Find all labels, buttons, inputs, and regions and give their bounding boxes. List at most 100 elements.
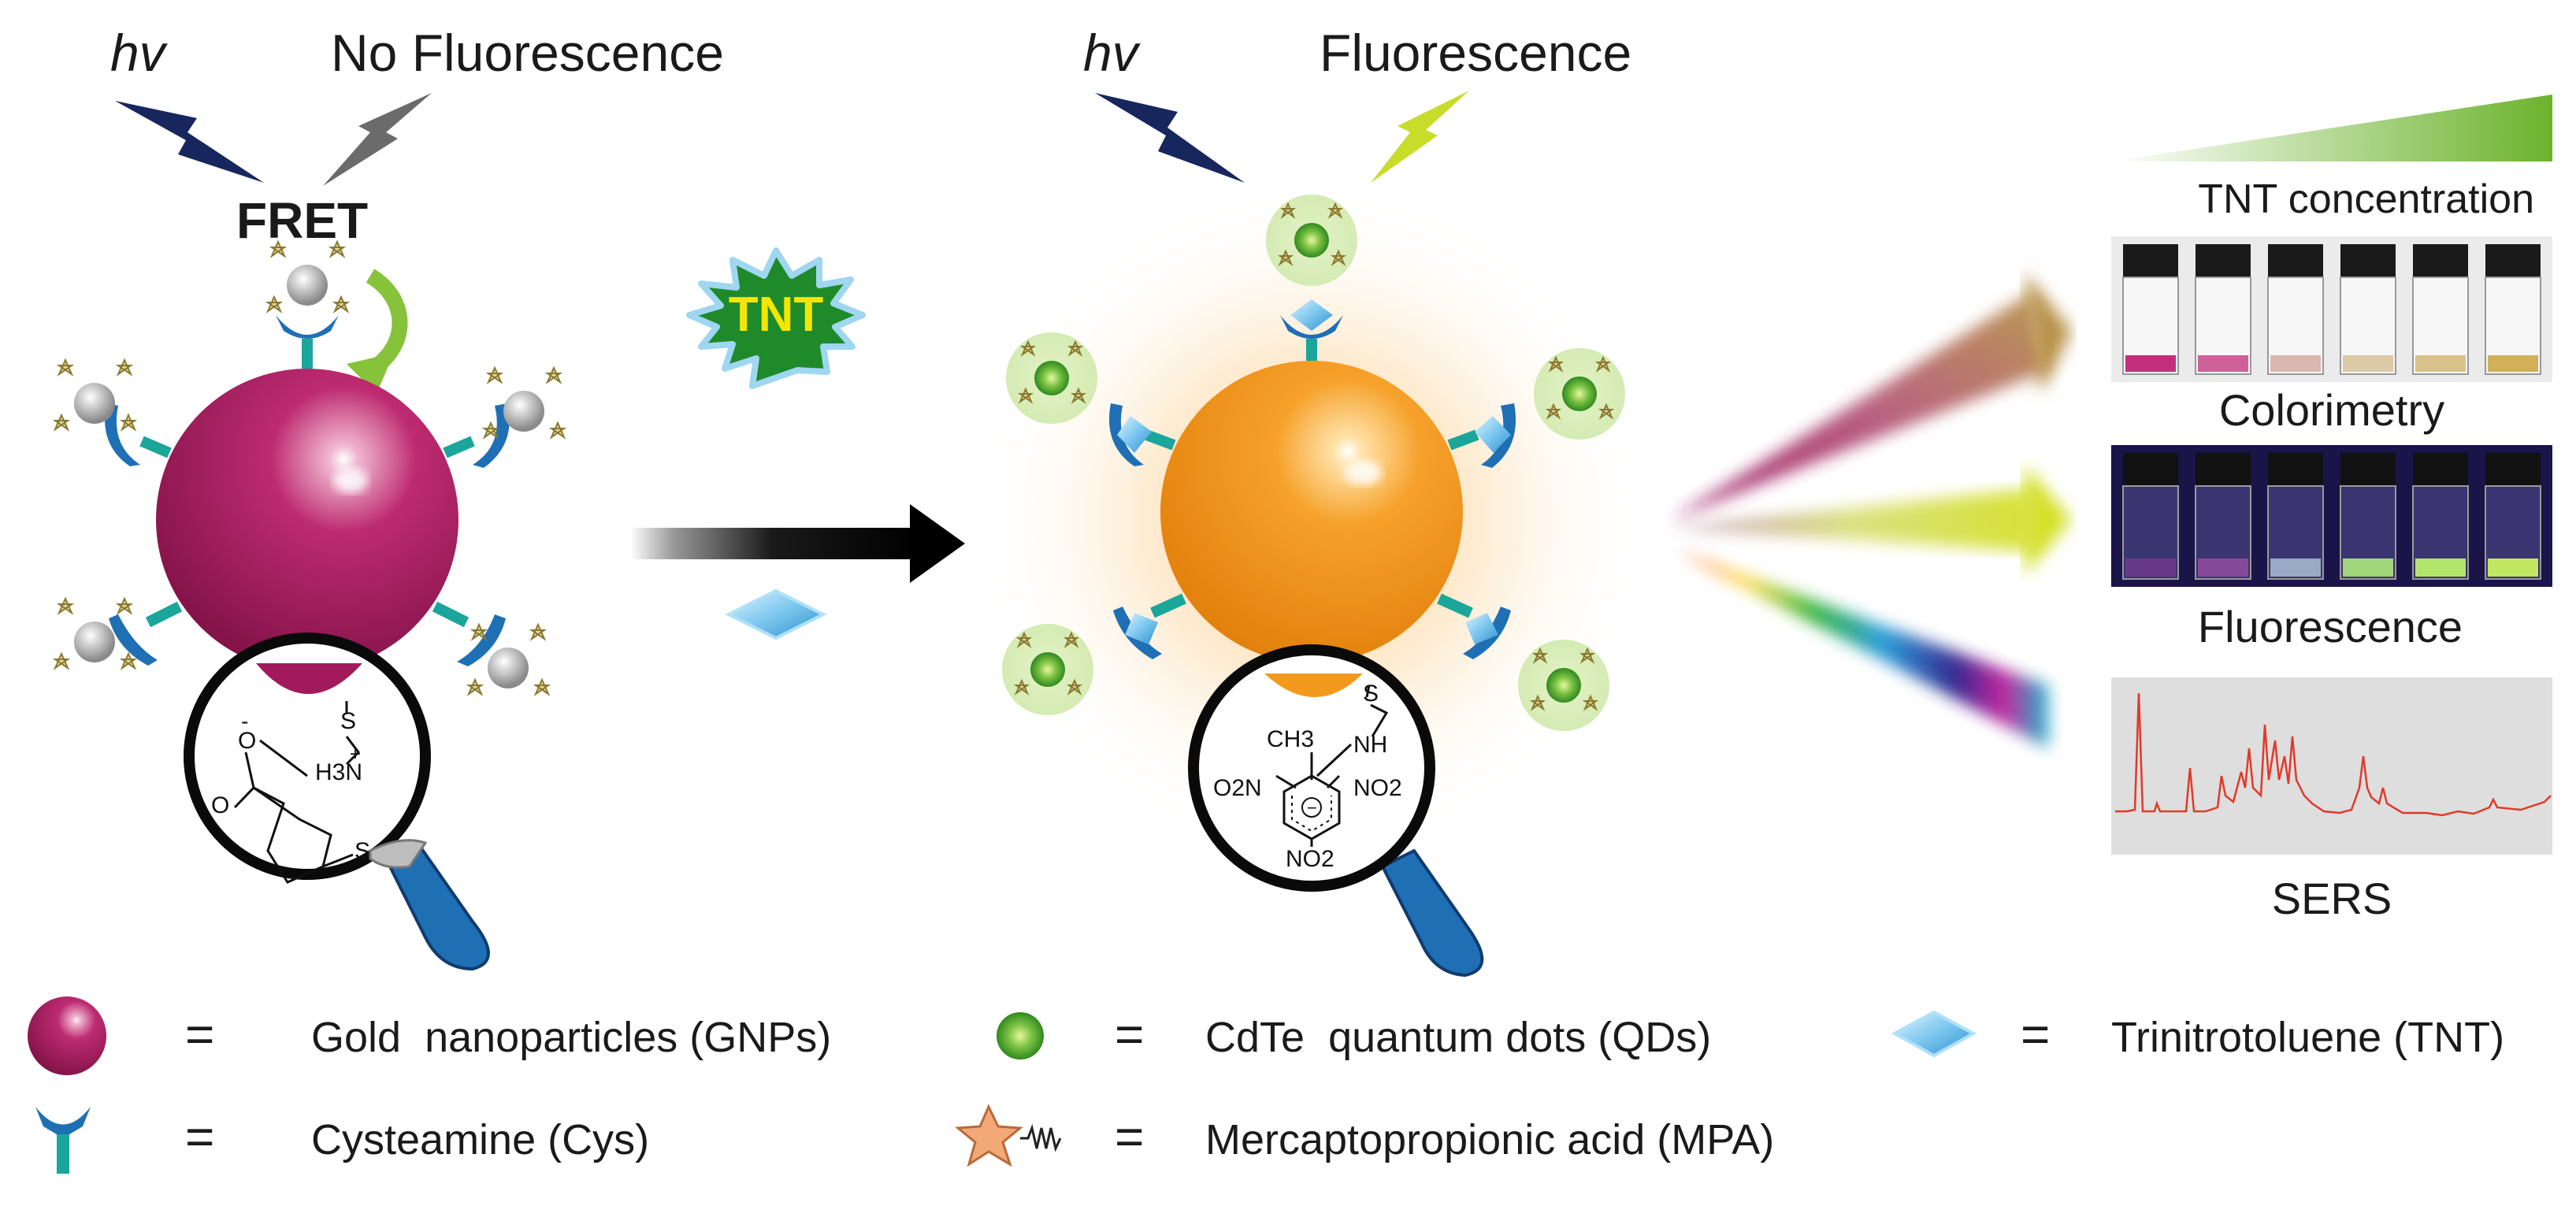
cys-tnt-linker [1113, 593, 1186, 659]
hv-label-middle: hv [1083, 24, 1141, 82]
mpa-chain-icon [1020, 1123, 1062, 1152]
legend-equals: = [1115, 1108, 1144, 1165]
vial [2195, 244, 2251, 375]
concentration-label: TNT concentration [2198, 176, 2534, 222]
vial [2485, 453, 2541, 580]
legend-equals: = [185, 1108, 214, 1165]
chem-anion-circle [1301, 797, 1322, 818]
vial [2122, 453, 2179, 580]
tnt-diamond-icon [1891, 1010, 1977, 1058]
orange-nanoparticle [1160, 361, 1463, 663]
chem-methyl: CH3 [1267, 726, 1314, 752]
cysteamine-linker [432, 601, 506, 666]
cys-tnt-linker [1109, 403, 1176, 466]
tnt-diamond-icon [725, 588, 827, 640]
tnt-badge-label: TNT [729, 288, 824, 342]
chem-ammonium: H3N [315, 759, 362, 785]
legend-equals: = [2021, 1006, 2050, 1063]
legend-item-cys: = Cysteamine (Cys) [35, 1107, 649, 1174]
sers-spectrum [2111, 677, 2552, 855]
reaction-arrow-group: TNT [630, 247, 965, 640]
chem-sulfur: S [1363, 681, 1379, 707]
tnt-burst-badge [686, 247, 866, 389]
ray-sers [1678, 551, 2048, 748]
gold-nanoparticle [156, 369, 458, 671]
mpa-qd-quenched [52, 596, 138, 670]
released-qd [1006, 332, 1097, 424]
fret-label: FRET [236, 192, 368, 249]
magnifier-left: S O - H3N + O S [184, 633, 490, 971]
chem-nitro-bottom: NO2 [1286, 846, 1334, 872]
ray-fluorescence [1670, 488, 2032, 551]
fluorescence-emission-label: Fluorescence [1320, 24, 1631, 82]
ray-fluorescence-head [2025, 465, 2072, 575]
middle-panel: hv Fluorescence [973, 24, 1650, 978]
excitation-bolt-icon [115, 101, 264, 183]
vial [2412, 244, 2469, 375]
vial [2340, 453, 2396, 580]
mpa-qd-quenched [481, 366, 567, 440]
mpa-qd-quenched [52, 358, 138, 432]
quantum-dot-icon [997, 1012, 1044, 1059]
ray-colorimetry [1670, 291, 2048, 520]
cysteamine-linker [443, 403, 510, 468]
left-panel: hv No Fluorescence FRET [52, 24, 724, 971]
vial [2340, 244, 2396, 375]
legend-item-qds: = CdTe quantum dots (QDs) [997, 1006, 1711, 1063]
chem-delocalized-ring [1291, 796, 1332, 833]
ray-colorimetry-head [2025, 272, 2072, 394]
legend-item-tnt: = Trinitrotoluene (TNT) [1891, 1006, 2504, 1063]
chem-minus-sign: - [241, 709, 248, 733]
fret-arrowhead-icon [347, 353, 394, 394]
legend-label: Gold nanoparticles (GNPs) [311, 1014, 831, 1061]
concentration-gradient [2111, 95, 2552, 161]
chem-oxygen-minus: O [238, 728, 256, 754]
vial [2485, 244, 2541, 375]
reaction-arrow-shaft [630, 528, 914, 559]
chem-nitro-left: O2N [1213, 775, 1262, 801]
vial [2267, 453, 2324, 580]
mpa-qd-quenched [265, 239, 351, 314]
legend-item-mpa: = Mercaptopropionic acid (MPA) [955, 1104, 1774, 1167]
no-fluorescence-label: No Fluorescence [331, 24, 724, 82]
sers-spectrum-line [2115, 692, 2552, 817]
fluorescence-photo [2111, 445, 2552, 587]
reaction-arrow-head [910, 504, 965, 583]
detection-rays [1670, 272, 2072, 748]
orange-np-highlight [1344, 460, 1382, 485]
legend-label: CdTe quantum dots (QDs) [1205, 1014, 1711, 1061]
chem-bonds [1275, 685, 1389, 847]
released-qd [1002, 624, 1093, 715]
mpa-star-icon [955, 1104, 1023, 1167]
chem-oxygen: O [211, 792, 229, 818]
quenched-emission-bolt-icon [323, 93, 432, 186]
gold-nanoparticle-icon [28, 996, 106, 1075]
vial [2267, 244, 2324, 375]
chem-sulfur-1: S [340, 708, 356, 734]
chem-amine: NH [1353, 732, 1387, 758]
legend-label: Trinitrotoluene (TNT) [2111, 1014, 2504, 1061]
released-qd [1518, 640, 1609, 731]
cys-tnt-linker [1437, 593, 1511, 659]
magnifier-middle: S CH3 NH O2N NO2 NO2 − [1188, 644, 1484, 978]
colorimetry-photo [2111, 236, 2552, 382]
chem-nitro-right: NO2 [1353, 775, 1402, 801]
chem-anion-sign: − [1307, 798, 1317, 818]
right-panel: TNT concentration Colorimetry Fluorescen… [2111, 95, 2552, 923]
chem-sulfur-2: S [354, 838, 370, 864]
released-qd [1266, 195, 1357, 286]
cysteamine-linker [105, 403, 172, 466]
chem-bonds [233, 701, 360, 884]
vial [2122, 244, 2179, 375]
magnifier-handle-icon [384, 840, 490, 971]
gold-np-highlight [333, 468, 368, 493]
fluorescence-method-label: Fluorescence [2198, 602, 2463, 651]
emission-bolt-icon [1371, 91, 1469, 183]
cys-tnt-linker [1447, 403, 1516, 468]
excitation-bolt-icon [1095, 93, 1245, 183]
vial [2412, 453, 2469, 580]
legend-item-gnps: = Gold nanoparticles (GNPs) [28, 996, 831, 1075]
mpa-qd-quenched [466, 622, 551, 696]
released-qd [1534, 348, 1625, 440]
